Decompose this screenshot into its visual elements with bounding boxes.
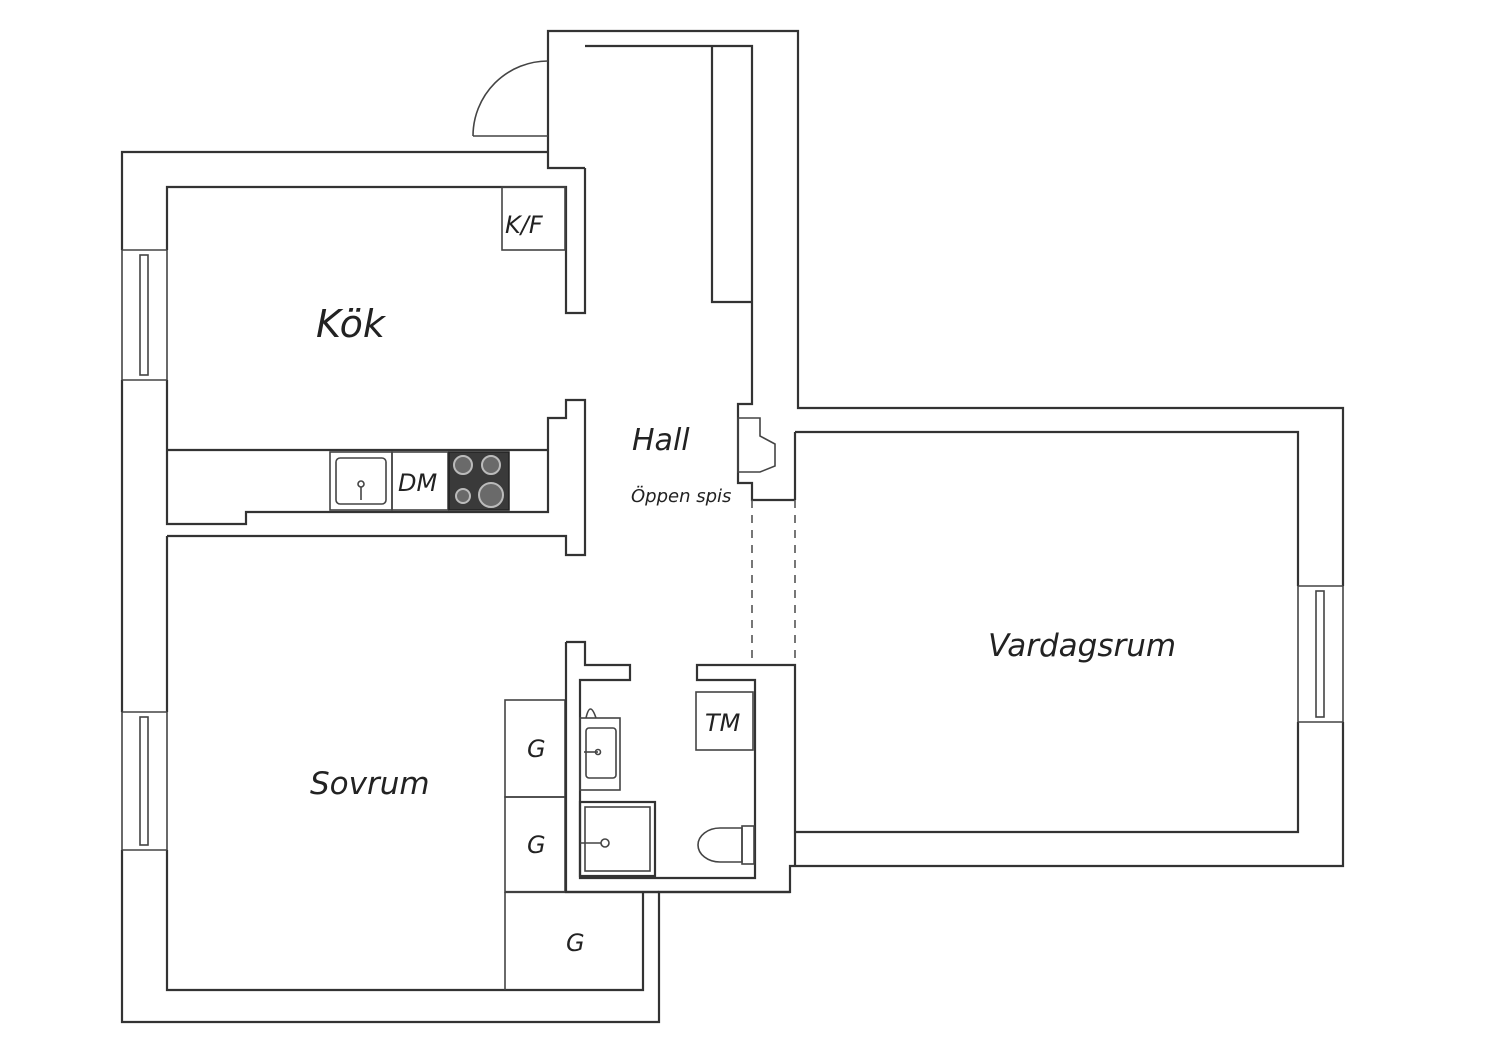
wardrobe-label: G <box>527 735 546 763</box>
living-room-label: Vardagsrum <box>988 628 1176 664</box>
stove <box>448 451 510 511</box>
bedroom-label: Sovrum <box>310 766 430 802</box>
kitchen-walls <box>165 168 587 557</box>
fridge-freezer <box>501 186 566 251</box>
living-room-window <box>1296 585 1346 723</box>
kitchen-label: Kök <box>316 302 387 346</box>
kitchen-sink <box>329 451 393 511</box>
fridge-freezer-label: K/F <box>505 211 544 239</box>
outer-walls <box>120 29 1345 1024</box>
kitchen-window <box>119 249 169 381</box>
toilet <box>697 825 755 865</box>
dishwasher <box>391 451 449 511</box>
wardrobe-label: G <box>527 831 546 859</box>
washing-machine-label: TM <box>705 709 741 737</box>
bathroom-sink <box>579 708 621 791</box>
fireplace-label: Öppen spis <box>631 485 731 507</box>
washing-machine <box>695 691 754 751</box>
hall-walls <box>585 44 797 665</box>
fireplace <box>737 417 776 473</box>
wardrobe-label: G <box>566 929 585 957</box>
shower <box>578 800 657 878</box>
dishwasher-label: DM <box>398 469 437 497</box>
entrance-door <box>472 60 549 137</box>
hall-label: Hall <box>632 423 690 458</box>
bathroom-walls <box>564 640 797 894</box>
bedroom-window <box>119 711 169 851</box>
